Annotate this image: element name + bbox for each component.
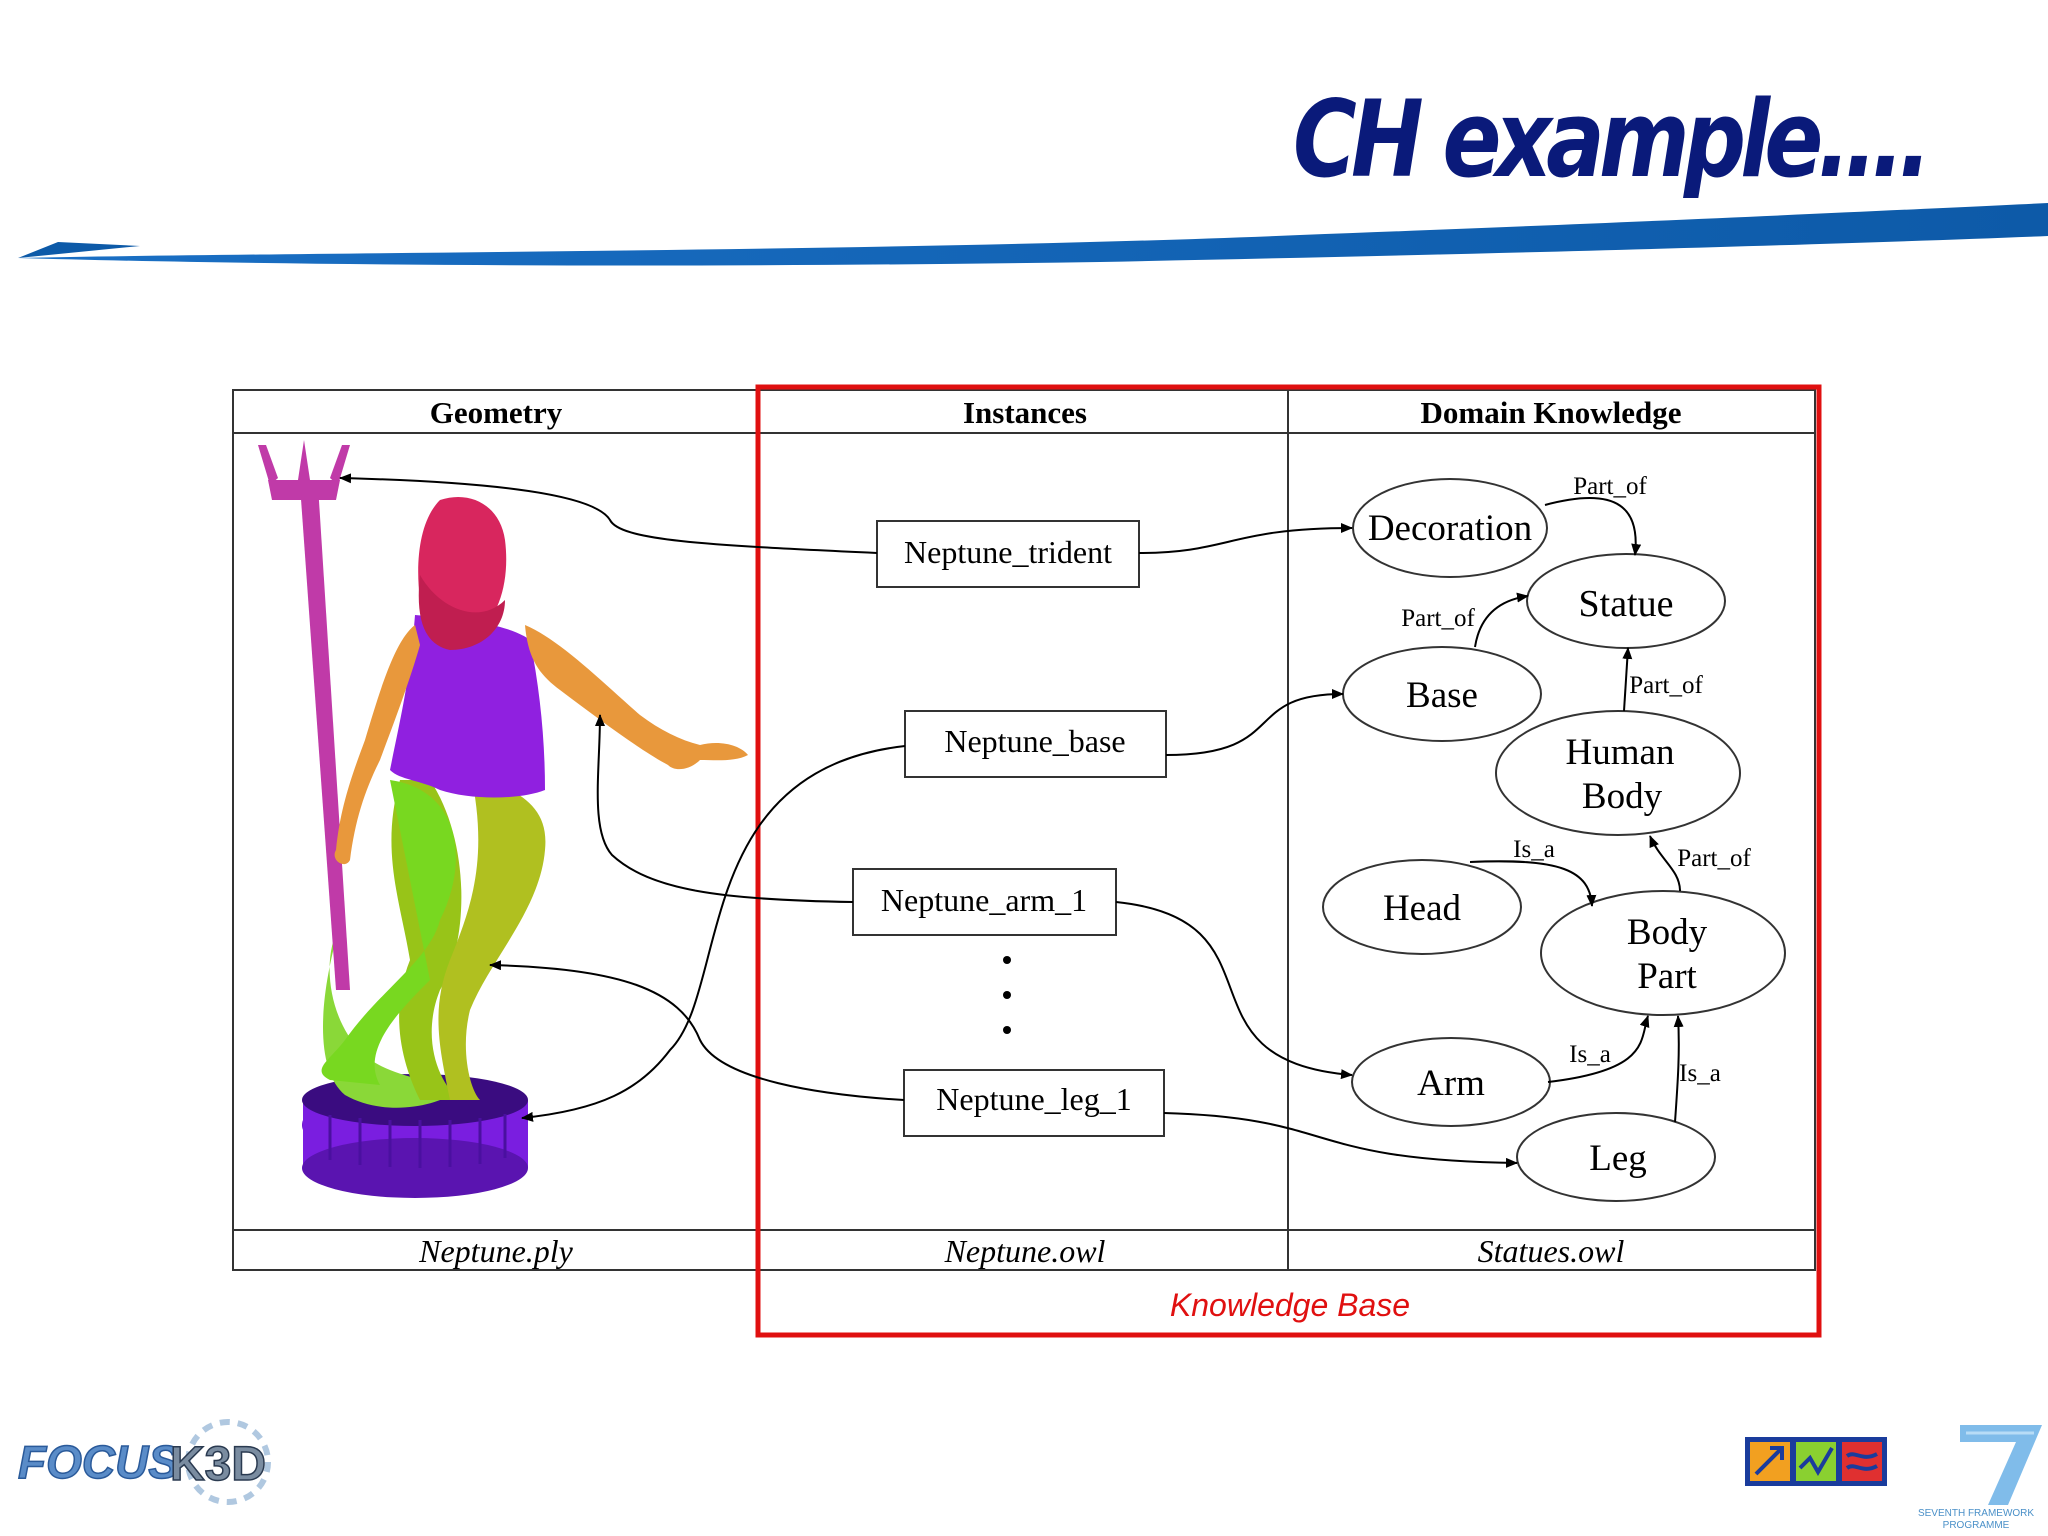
concept-node-body-part: Body Part bbox=[1540, 890, 1786, 1016]
file-label-geometry: Neptune.ply bbox=[418, 1233, 574, 1269]
header-band bbox=[18, 203, 2048, 266]
concept-node-human-body: Human Body bbox=[1495, 710, 1741, 836]
column-header-domain-knowledge: Domain Knowledge bbox=[1421, 395, 1682, 430]
column-header-geometry: Geometry bbox=[430, 395, 563, 430]
concept-node-arm: Arm bbox=[1351, 1037, 1551, 1127]
instance-label-arm: Neptune_arm_1 bbox=[881, 882, 1087, 918]
svg-text:Decoration: Decoration bbox=[1368, 508, 1532, 549]
instance-node-arm: Neptune_arm_1 bbox=[852, 868, 1117, 936]
relation-label-base-statue: Part_of bbox=[1401, 605, 1475, 632]
relation-label-leg-bodypart: Is_a bbox=[1679, 1060, 1721, 1087]
concept-node-base: Base bbox=[1342, 646, 1542, 742]
file-label-domain: Statues.owl bbox=[1478, 1233, 1625, 1269]
relation-label-head-bodypart: Is_a bbox=[1513, 836, 1555, 863]
relation-label-bodypart-human: Part_of bbox=[1677, 845, 1751, 872]
instance-node-leg: Neptune_leg_1 bbox=[903, 1069, 1165, 1137]
instance-node-base: Neptune_base bbox=[904, 710, 1167, 778]
connector-arrows bbox=[339, 473, 1684, 1168]
instance-label-trident: Neptune_trident bbox=[904, 534, 1112, 570]
concept-node-head: Head bbox=[1322, 859, 1522, 955]
instance-ellipsis bbox=[1003, 956, 1011, 1034]
relation-label-decoration-statue: Part_of bbox=[1573, 473, 1647, 500]
focus-k3d-logo: FOCUS K3D bbox=[17, 1419, 271, 1505]
concept-node-decoration: Decoration bbox=[1352, 478, 1548, 578]
instance-node-trident: Neptune_trident bbox=[876, 520, 1140, 588]
relation-label-human-statue: Part_of bbox=[1629, 672, 1703, 699]
neptune-statue-image bbox=[258, 440, 748, 1198]
svg-text:Body: Body bbox=[1627, 912, 1708, 953]
svg-text:Statue: Statue bbox=[1579, 583, 1674, 625]
svg-text:Leg: Leg bbox=[1589, 1138, 1647, 1179]
svg-text:Human: Human bbox=[1566, 732, 1675, 773]
slide-title: CH example…. bbox=[1292, 78, 1932, 201]
knowledge-base-label: Knowledge Base bbox=[1170, 1287, 1410, 1323]
knowledge-base-frame bbox=[755, 384, 1822, 1338]
instance-label-leg: Neptune_leg_1 bbox=[936, 1081, 1132, 1117]
svg-text:Head: Head bbox=[1383, 888, 1462, 929]
svg-text:PROGRAMME: PROGRAMME bbox=[1943, 1520, 2010, 1531]
svg-text:FOCUS: FOCUS bbox=[18, 1436, 179, 1488]
ict-logo bbox=[1745, 1437, 1887, 1486]
fp7-logo: SEVENTH FRAMEWORK PROGRAMME bbox=[1918, 1425, 2042, 1531]
svg-text:SEVENTH FRAMEWORK: SEVENTH FRAMEWORK bbox=[1918, 1508, 2034, 1519]
column-header-instances: Instances bbox=[963, 395, 1087, 430]
svg-text:Arm: Arm bbox=[1417, 1063, 1485, 1104]
concept-node-leg: Leg bbox=[1516, 1112, 1716, 1202]
concept-node-statue: Statue bbox=[1526, 553, 1726, 649]
svg-text:Body: Body bbox=[1582, 776, 1663, 817]
relation-label-arm-bodypart: Is_a bbox=[1569, 1041, 1611, 1068]
svg-text:Part: Part bbox=[1637, 956, 1697, 997]
svg-text:K3D: K3D bbox=[170, 1438, 266, 1491]
instance-label-base: Neptune_base bbox=[944, 723, 1125, 759]
file-label-instances: Neptune.owl bbox=[944, 1233, 1106, 1269]
svg-text:Base: Base bbox=[1406, 675, 1478, 716]
